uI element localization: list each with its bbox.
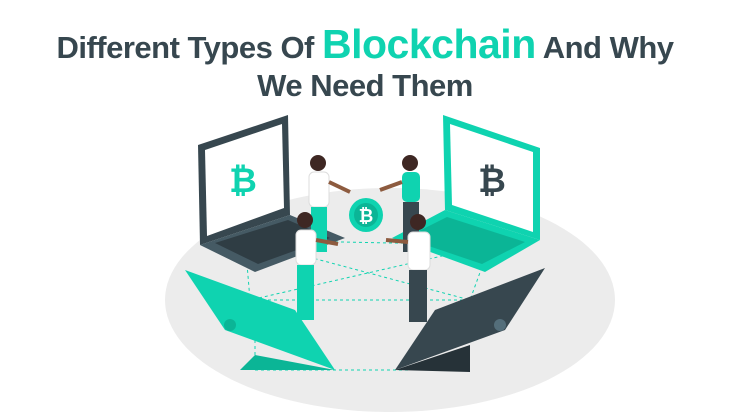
page-title-line-2: We Need Them (257, 68, 473, 103)
title-text-before: Different Types Of (56, 30, 322, 65)
laptop-dark-bottom-right (395, 268, 545, 372)
bitcoin-screen-icon: ₿ (229, 161, 257, 201)
title-text-after: And Why (535, 30, 674, 65)
laptop-teal-bottom-left (185, 270, 335, 370)
svg-text:₿: ₿ (359, 206, 374, 227)
laptop-teal-top-right: ₿ (392, 115, 540, 272)
bitcoin-coin: ₿ (349, 198, 383, 232)
person-bottom-left (295, 212, 339, 320)
person-bottom-right (385, 214, 431, 322)
bitcoin-screen-icon: ₿ (478, 161, 506, 201)
page-title-line-1: Different Types Of Blockchain And Why (0, 22, 730, 70)
title-highlight: Blockchain (322, 21, 536, 67)
